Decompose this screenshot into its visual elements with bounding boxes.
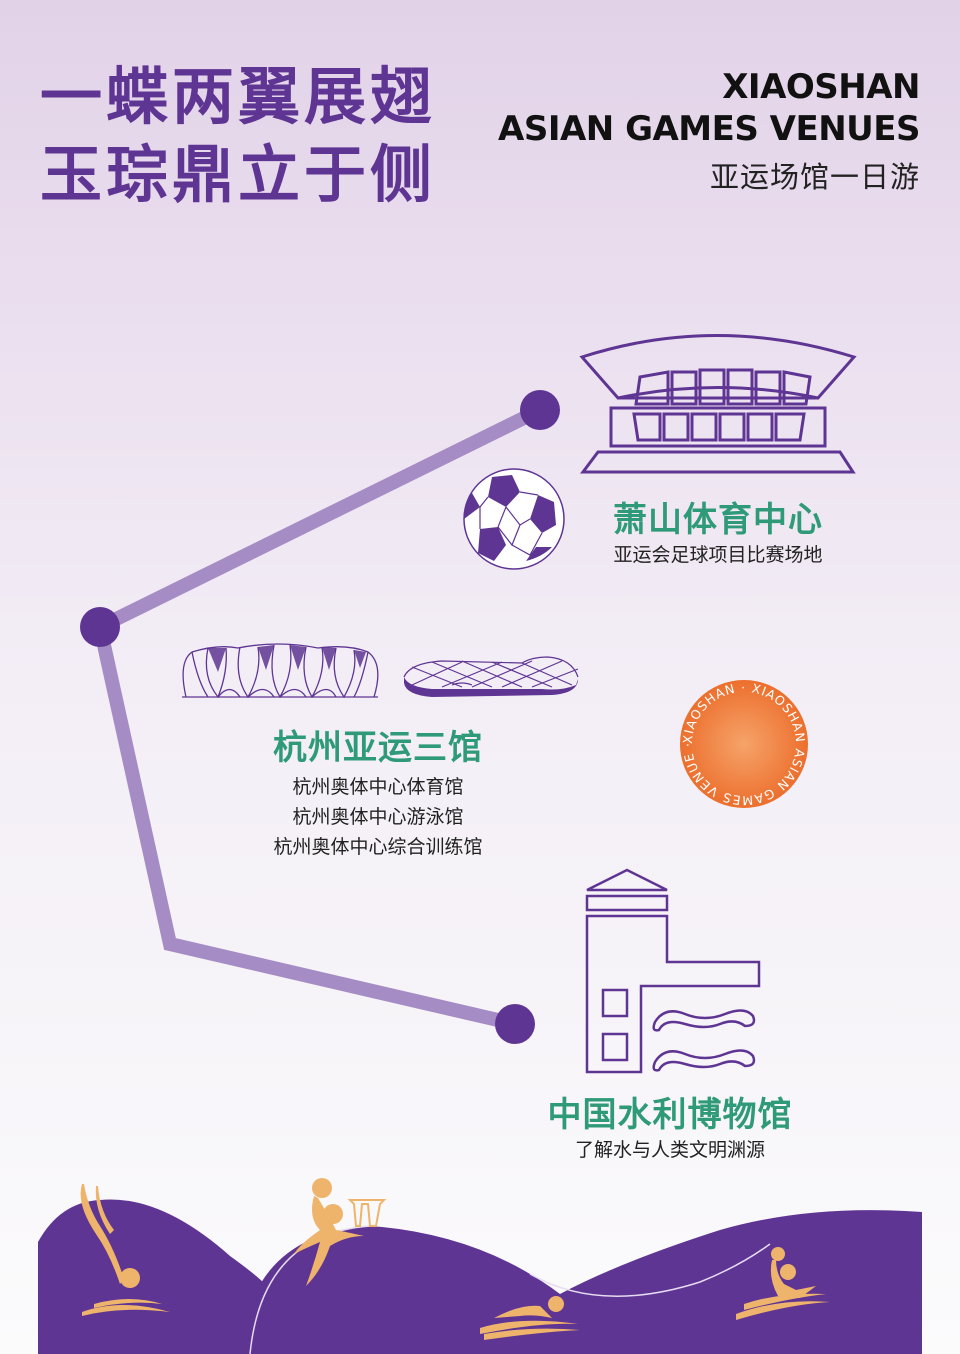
venue-1-description: 亚运会足球项目比赛场地 — [613, 544, 823, 566]
water-museum-icon — [585, 868, 761, 1074]
stadium-icon — [579, 334, 857, 474]
lotus-stadium-icon — [182, 643, 379, 699]
venue-2-desc-line2: 杭州奥体中心游泳馆 — [292, 806, 464, 828]
title-en-line2: ASIAN GAMES VENUES — [498, 109, 920, 149]
title-cn-line1: 一蝶两翼展翅 — [40, 60, 437, 133]
venue-2-name: 杭州亚运三馆 — [273, 728, 483, 768]
title-en-line1: XIAOSHAN — [722, 67, 920, 107]
subtitle-cn: 亚运场馆一日游 — [709, 160, 920, 194]
xiaoshan-badge: XIAOSHAN · XIAOSHAN ASIAN GAMES VENUE · — [680, 680, 808, 808]
venue-1-name: 萧山体育中心 — [613, 500, 823, 540]
venue-2-desc-line1: 杭州奥体中心体育馆 — [292, 776, 464, 798]
gymnasium-icon — [403, 656, 579, 697]
route-node-3 — [495, 1004, 535, 1044]
main-title-cn: 一蝶两翼展翅 玉琮鼎立于侧 — [40, 58, 460, 214]
soccer-ball-icon — [463, 468, 565, 570]
footer-hills — [38, 1178, 922, 1354]
venue-3-description: 了解水与人类文明渊源 — [574, 1139, 765, 1161]
venue-2-desc-line3: 杭州奥体中心综合训练馆 — [273, 836, 483, 858]
venue-2-description: 杭州奥体中心体育馆 杭州奥体中心游泳馆 杭州奥体中心综合训练馆 — [218, 772, 538, 862]
water-polo-icon — [736, 1247, 830, 1320]
main-title-en: XIAOSHAN ASIAN GAMES VENUES — [498, 66, 920, 150]
diving-icon — [80, 1184, 170, 1316]
swimming-icon — [480, 1296, 580, 1340]
basketball-icon — [294, 1178, 387, 1286]
route-node-1 — [520, 390, 560, 430]
route-node-2 — [80, 607, 120, 647]
venue-3-name: 中国水利博物馆 — [547, 1095, 793, 1135]
title-cn-line2: 玉琮鼎立于侧 — [40, 138, 437, 211]
